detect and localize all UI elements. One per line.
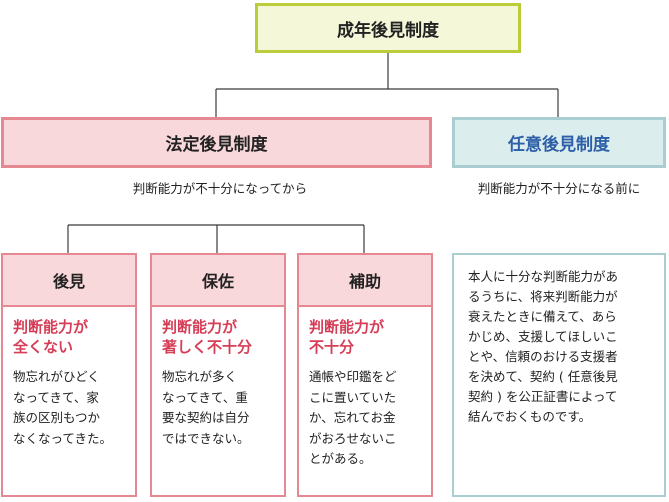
voluntary-description-card: 本人に十分な判断能力があ るうちに、将来判断能力が 衰えたときに備えて、あら か… xyxy=(452,253,666,497)
description-line: なってきて、重 xyxy=(162,389,248,405)
category-title: 補助 xyxy=(299,255,431,307)
description-line: ではできない。 xyxy=(162,430,250,446)
category-subtitle: 判断能力が 不十分 xyxy=(299,307,431,357)
root-node-adult-guardianship: 成年後見制度 xyxy=(255,3,521,53)
description-line: なってきて、家 xyxy=(13,389,99,405)
description-line: なくなってきた。 xyxy=(13,430,113,446)
category-subtitle-line: 著しく不十分 xyxy=(162,338,253,356)
category-description: 物忘れがひどく なってきて、家 族の区別もつか なくなってきた。 xyxy=(3,357,135,449)
voluntary-condition-text: 判断能力が不十分になる前に xyxy=(477,181,641,196)
category-subtitle: 判断能力が 全くない xyxy=(3,307,135,357)
voluntary-guardianship-node: 任意後見制度 xyxy=(452,117,666,168)
description-line: がおろせないこ xyxy=(309,430,397,446)
category-subtitle-line: 判断能力が xyxy=(13,318,89,336)
category-card-curatorship: 保佐 判断能力が 著しく不十分 物忘れが多く なってきて、重 要な契約は自分 で… xyxy=(150,253,286,497)
legal-guardianship-node: 法定後見制度 xyxy=(1,117,432,168)
category-subtitle-line: 全くない xyxy=(13,338,74,356)
description-line: かじめ、支援してほしいこ xyxy=(468,329,618,344)
description-line: 本人に十分な判断能力があ xyxy=(468,269,619,284)
description-line: こに置いていた xyxy=(309,389,397,405)
category-title: 後見 xyxy=(3,255,135,307)
legal-condition-text: 判断能力が不十分になってから xyxy=(132,181,308,196)
description-line: を決めて、契約 ( 任意後見 xyxy=(468,369,618,384)
description-line: 衰えたときに備えて、あら xyxy=(468,309,617,324)
description-line: 契約 ) を公正証書によって xyxy=(468,389,618,404)
description-line: か、忘れてお金 xyxy=(309,410,396,425)
description-line: るうちに、将来判断能力が xyxy=(468,289,618,304)
category-description: 通帳や印鑑をど こに置いていた か、忘れてお金 がおろせないこ とがある。 xyxy=(299,357,431,470)
category-subtitle: 判断能力が 著しく不十分 xyxy=(152,307,284,357)
category-description: 物忘れが多く なってきて、重 要な契約は自分 ではできない。 xyxy=(152,357,284,449)
description-line: 族の区別もつか xyxy=(13,410,101,425)
category-title: 保佐 xyxy=(152,255,284,307)
description-line: 物忘れが多く xyxy=(162,369,238,384)
legal-guardianship-label: 法定後見制度 xyxy=(165,135,268,155)
voluntary-guardianship-label: 任意後見制度 xyxy=(508,135,610,155)
description-line: とや、信頼のおける支援者 xyxy=(468,349,618,364)
category-subtitle-line: 判断能力が xyxy=(162,318,238,336)
root-node-label: 成年後見制度 xyxy=(337,20,439,41)
category-card-assistance: 補助 判断能力が 不十分 通帳や印鑑をど こに置いていた か、忘れてお金 がおろ… xyxy=(297,253,433,497)
description-line: 通帳や印鑑をど xyxy=(309,369,397,384)
category-card-guardianship: 後見 判断能力が 全くない 物忘れがひどく なってきて、家 族の区別もつか なく… xyxy=(1,253,137,497)
category-subtitle-line: 不十分 xyxy=(309,338,355,356)
description-line: 物忘れがひどく xyxy=(13,369,100,384)
category-subtitle-line: 判断能力が xyxy=(309,318,385,336)
description-line: とがある。 xyxy=(309,451,372,466)
description-line: 要な契約は自分 xyxy=(162,410,250,425)
description-line: 結んでおくものです。 xyxy=(468,409,592,424)
